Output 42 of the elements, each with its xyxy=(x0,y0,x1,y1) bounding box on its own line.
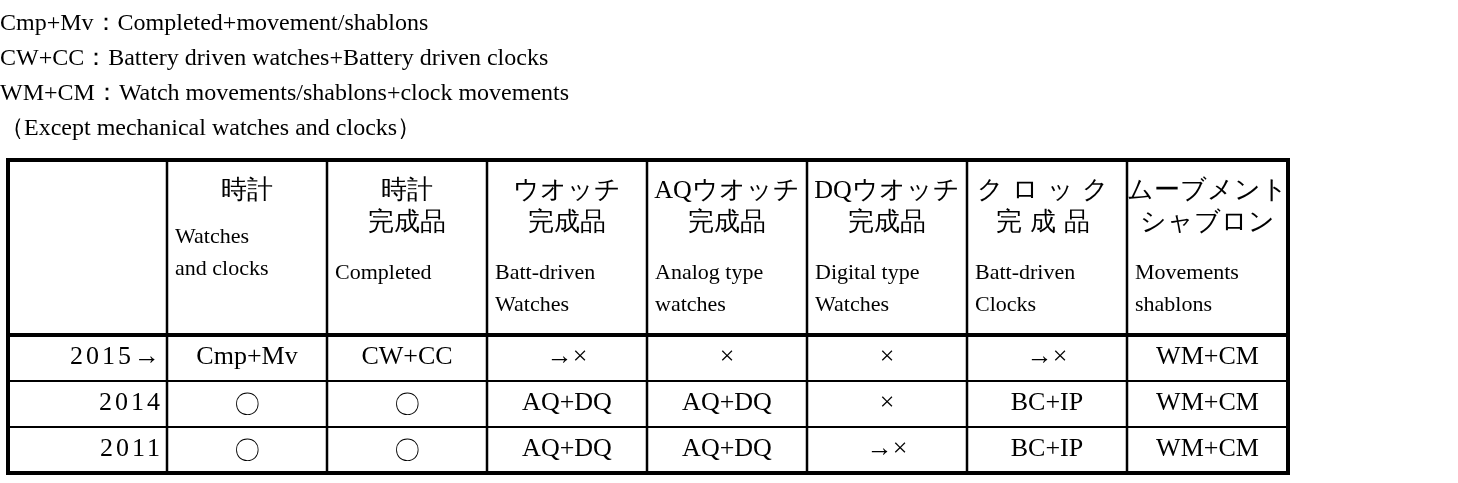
cell-value: →× xyxy=(865,433,909,463)
header-text: ウオッチ完成品 xyxy=(512,174,622,238)
cell-value: 〇 xyxy=(233,435,261,467)
cell-value: 〇 xyxy=(233,389,261,421)
cell-value: × xyxy=(878,387,896,417)
cell-value: BC+IP xyxy=(1009,387,1085,417)
header-text: Batt-driven Watches xyxy=(495,258,596,318)
header-text: 時計完成品 xyxy=(367,174,447,238)
note-text: （Except mechanical watches and clocks） xyxy=(0,113,422,142)
cell-value: AQ+DQ xyxy=(681,433,773,463)
header-text: Analog type watches xyxy=(655,258,764,318)
header-text: Movements shablons xyxy=(1135,258,1239,318)
header-text: Batt-driven Clocks xyxy=(975,258,1076,318)
cell-value: × xyxy=(878,341,896,371)
cell-value: AQ+DQ xyxy=(521,433,613,463)
cell-value: WM+CM xyxy=(1155,341,1260,371)
header-text: 時計 xyxy=(220,174,274,206)
cell-value: WM+CM xyxy=(1155,387,1260,417)
year-label: 2014 xyxy=(98,387,163,417)
note-text: CW+CC：Battery driven watches+Battery driven clocks xyxy=(0,43,549,72)
cell-value: 〇 xyxy=(393,389,421,421)
header-text: AQウオッチ完成品 xyxy=(653,174,801,238)
header-text: Digital type Watches xyxy=(815,258,920,318)
header-text: クロック完成品 xyxy=(976,174,1118,238)
cell-value: 〇 xyxy=(393,435,421,467)
note-text: Cmp+Mv：Completed+movement/shablons xyxy=(0,8,429,37)
year-label: 2015→ xyxy=(69,341,163,371)
note-text: WM+CM：Watch movements/shablons+clock movements xyxy=(0,78,570,107)
cell-value: × xyxy=(718,341,736,371)
header-text: Watches and clocks xyxy=(175,222,269,282)
cell-value: CW+CC xyxy=(360,341,454,371)
year-label: 2011 xyxy=(98,433,163,463)
header-text: ムーブメントシャブロン xyxy=(1127,174,1288,238)
cell-value: Cmp+Mv xyxy=(195,341,299,371)
header-text: DQウオッチ完成品 xyxy=(813,174,961,238)
cell-value: WM+CM xyxy=(1155,433,1260,463)
cell-value: AQ+DQ xyxy=(681,387,773,417)
cell-value: →× xyxy=(545,341,589,371)
cell-value: AQ+DQ xyxy=(521,387,613,417)
cell-value: BC+IP xyxy=(1009,433,1085,463)
header-text: Completed xyxy=(335,258,432,286)
cell-value: →× xyxy=(1025,341,1069,371)
